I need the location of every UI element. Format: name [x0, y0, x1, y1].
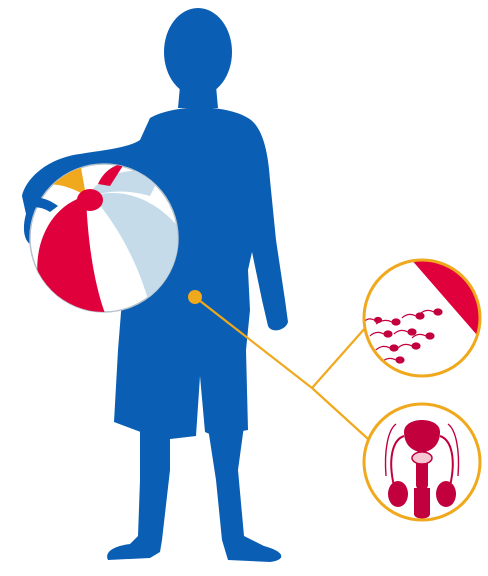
callout-dot-icon	[188, 290, 202, 304]
sperm-cells-icon	[364, 258, 488, 376]
male-reproductive-organs-icon	[364, 404, 480, 520]
